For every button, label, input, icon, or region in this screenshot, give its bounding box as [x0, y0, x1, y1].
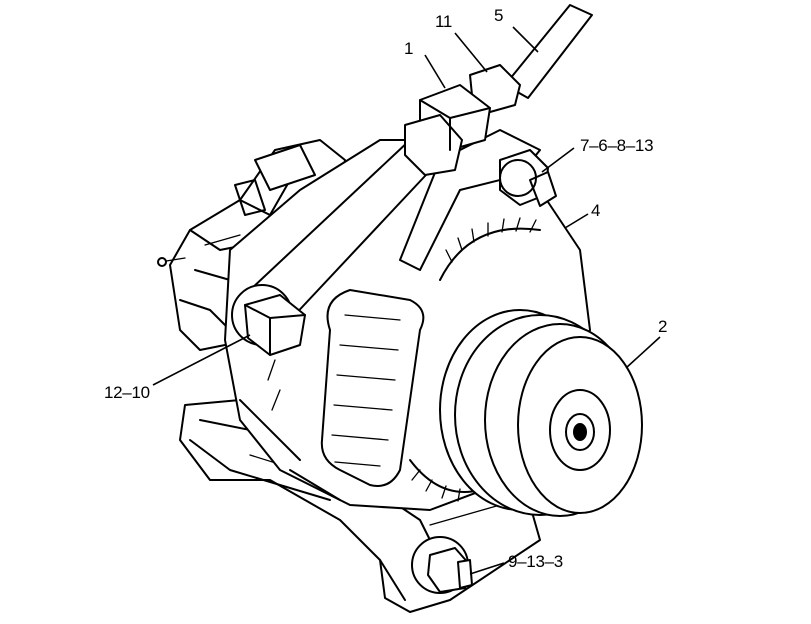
callout-2: 2: [658, 317, 668, 336]
callout-5: 5: [494, 6, 504, 25]
callout-11: 11: [435, 12, 453, 31]
adjusting-rod: [504, 4, 593, 99]
callout-12-10: 12–10: [104, 383, 150, 402]
callout-1: 1: [404, 39, 414, 58]
left-bolt: [231, 284, 306, 356]
upper-pivot-bolt: [499, 149, 557, 207]
cooling-fan: [409, 217, 541, 502]
leader-lines: [152, 26, 661, 575]
callout-4: 4: [591, 201, 601, 220]
callout-7-6-8-13: 7–6–8–13: [580, 136, 654, 155]
lower-mount-bolt: [411, 536, 473, 594]
pulley: [439, 309, 643, 517]
upper-nuts: [404, 64, 521, 176]
callout-9-13-3: 9–13–3: [508, 552, 563, 571]
